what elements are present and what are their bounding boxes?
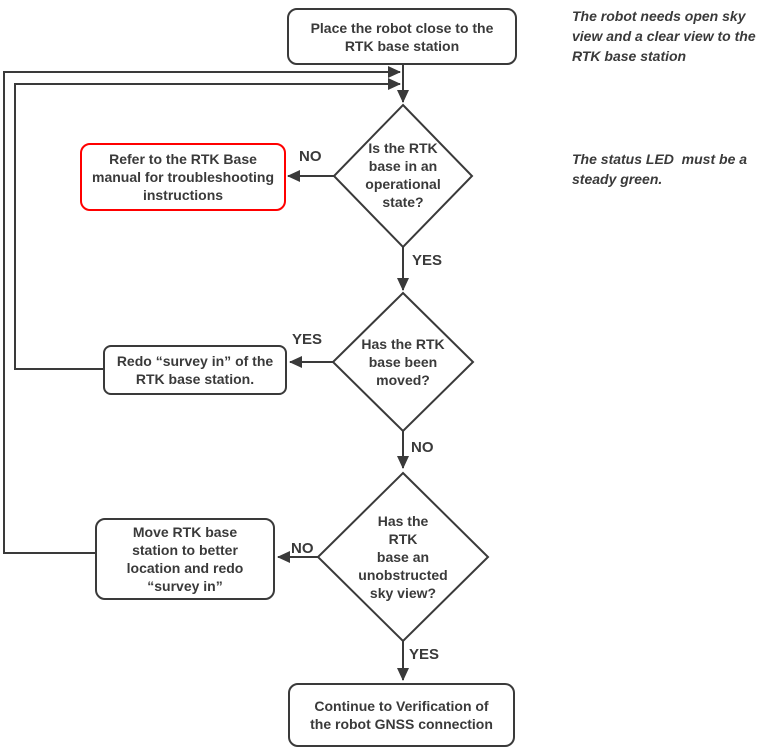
label-yes-operational: YES	[412, 252, 443, 269]
redo-survey-node: Redo “survey in” of the RTK base station…	[103, 345, 287, 395]
decision-operational-text: Is the RTK base in an operational state?	[365, 140, 441, 210]
feedback-move-station	[3, 66, 401, 554]
label-no-operational: NO	[299, 148, 322, 165]
annotation-status-led: The status LED must be a steady green.	[572, 151, 748, 187]
start-node: Place the robot close to the RTK base st…	[287, 8, 517, 65]
decision-moved-diamond	[331, 291, 475, 433]
feedback-redo-survey	[14, 78, 401, 370]
decision-sky-view-text: Has the RTK base an unobstructed sky vie…	[358, 513, 448, 601]
decision-moved-text: Has the RTK base been moved?	[361, 336, 445, 388]
decision-sky-view-diamond	[316, 471, 490, 643]
move-station-node: Move RTK base station to better location…	[95, 518, 275, 600]
decision-operational-diamond	[332, 103, 474, 249]
label-no-moved: NO	[411, 439, 434, 456]
refer-manual-node: Refer to the RTK Base manual for trouble…	[80, 143, 286, 211]
label-yes-moved: YES	[292, 331, 323, 348]
annotation-open-sky: The robot needs open sky view and a clea…	[572, 8, 756, 64]
label-no-sky: NO	[291, 540, 314, 557]
label-yes-sky: YES	[409, 646, 440, 663]
end-node: Continue to Verification of the robot GN…	[288, 683, 515, 747]
